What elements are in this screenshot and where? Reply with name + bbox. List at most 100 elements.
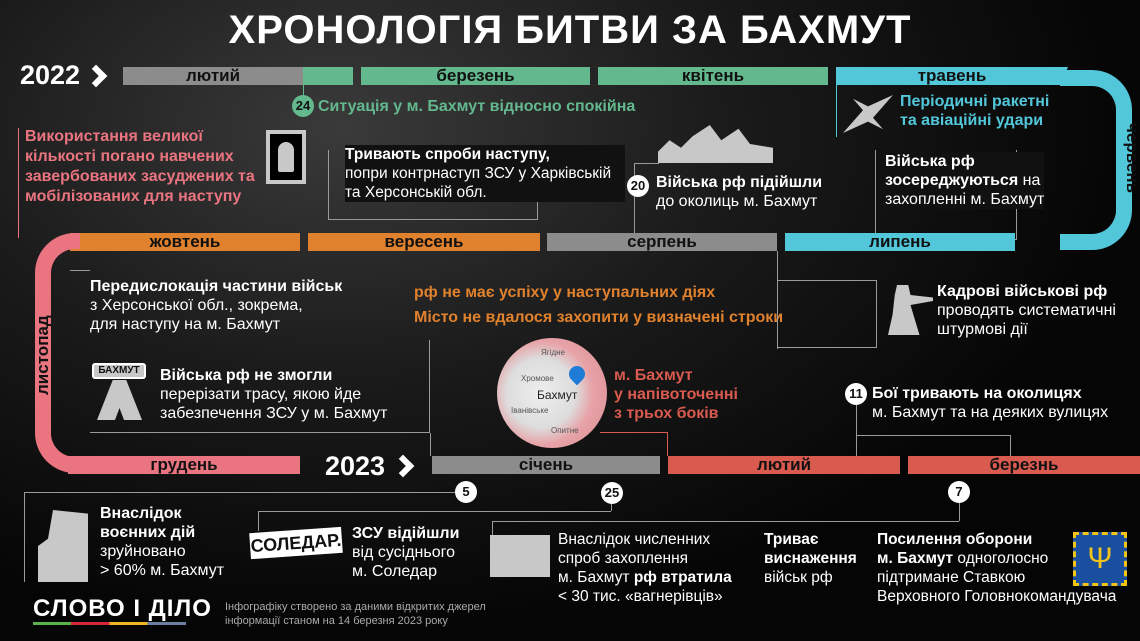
day-badge: 7 xyxy=(948,481,970,503)
event-mar7-l3: підтримане Ставкою xyxy=(877,569,1026,586)
event-nosuccess-l1: рф не має успіху у наступальних діях xyxy=(414,284,716,301)
event-regular: Кадрові військові рф проводять системати… xyxy=(937,282,1116,339)
event-jan5: Внаслідок воєнних дій зруйновано > 60% м… xyxy=(100,504,224,580)
event-road-l2: забезпечення ЗСУ у м. Бахмут xyxy=(160,405,388,422)
event-jan25-l1: Внаслідок численних xyxy=(558,531,711,548)
map-label: Іванівське xyxy=(511,406,549,415)
event-focus-l1: Війська рф xyxy=(885,153,975,170)
month-may-2022: травень xyxy=(836,67,1068,85)
event-regular-l1: проводять систематичні xyxy=(937,302,1116,319)
connector xyxy=(856,435,1011,456)
map-pin-icon xyxy=(565,362,589,386)
page-title: ХРОНОЛОГІЯ БИТВИ ЗА БАХМУТ xyxy=(228,8,912,52)
prisoner-icon xyxy=(266,130,306,184)
month-aug-2022: серпень xyxy=(547,233,777,251)
connector xyxy=(90,340,430,433)
month-feb-2022: лютий xyxy=(123,67,303,85)
connector xyxy=(70,251,90,271)
event-focus-l2b: зосереджуються xyxy=(885,172,1019,189)
month-jan-2023: січень xyxy=(432,456,660,474)
event-road-title: Війська рф не змогли xyxy=(160,367,333,384)
event-regular-title: Кадрові військові рф xyxy=(937,283,1108,300)
event-strikes: Періодичні ракетні та авіаційні удари xyxy=(900,92,1049,130)
event-aug20-text: до околиць м. Бахмут xyxy=(656,193,818,210)
event-focus: Війська рф зосереджуються на захопленні … xyxy=(885,152,1045,209)
month-apr-2022: квітень xyxy=(598,67,828,85)
event-road-l1: перерізати трасу, якою йде xyxy=(160,386,362,403)
jet-icon xyxy=(843,95,893,133)
event-encircle-l2: у напівоточенні xyxy=(614,386,738,403)
event-jan5-l2: воєнних дій xyxy=(100,524,196,541)
connector xyxy=(258,511,611,531)
event-jan25-l4: < 30 тис. «вагнерівців» xyxy=(558,588,723,605)
footer-note-l2: інформації станом на 14 березня 2023 рок… xyxy=(225,615,448,627)
connector xyxy=(959,500,960,521)
day-badge: 5 xyxy=(455,481,477,503)
event-aug20-title: Війська рф підійшли xyxy=(656,174,823,191)
footer-note-l1: Інфографіку створено за даними відкритих… xyxy=(225,601,486,613)
event-jan25-l3a: м. Бахмут xyxy=(558,569,634,586)
map-label: Опитне xyxy=(551,426,579,435)
event-redeploy-l1: з Херсонської обл., зокрема, xyxy=(90,297,303,314)
event-soledar-l1: від сусіднього xyxy=(352,544,455,561)
trident-emblem-icon: Ψ xyxy=(1073,532,1127,586)
event-encircle-l3: з трьох боків xyxy=(614,405,719,422)
event-regular-l2: штурмові дії xyxy=(937,321,1028,338)
event-focus-l3: захопленні м. Бахмут xyxy=(885,191,1045,208)
tank-soldiers-icon xyxy=(658,125,773,163)
event-attrition-l1: Триває xyxy=(764,531,819,548)
event-attempts-title: Тривають спроби наступу, xyxy=(345,146,550,163)
month-nov-2022: листопад xyxy=(33,315,52,395)
connector xyxy=(634,163,659,235)
event-encircle-l1: м. Бахмут xyxy=(614,367,693,384)
day-badge: 20 xyxy=(627,175,649,197)
event-jan5-l3: зруйновано xyxy=(100,543,186,560)
event-mar7-l2: одноголосно xyxy=(953,550,1049,567)
month-mar-2022: березень xyxy=(361,67,590,85)
event-attempts: Тривають спроби наступу, попри контрнаст… xyxy=(345,145,625,202)
footer-note: Інфографіку створено за даними відкритих… xyxy=(225,600,486,628)
connector xyxy=(836,85,837,137)
event-convicts: Використання великої кількості погано на… xyxy=(25,128,255,205)
month-oct-2022: жовтень xyxy=(70,233,300,251)
event-redeploy-l2: для наступу на м. Бахмут xyxy=(90,316,281,333)
event-soledar-title: ЗСУ відійшли xyxy=(352,525,460,542)
casualty-icon xyxy=(490,535,550,577)
connector xyxy=(777,251,877,349)
event-feb24: Ситуація у м. Бахмут відносно спокійна xyxy=(318,98,636,115)
event-strikes-line2: та авіаційні удари xyxy=(900,112,1044,129)
event-nosuccess-l2: Місто не вдалося захопити у визначені ст… xyxy=(414,309,784,326)
event-jan5-l1: Внаслідок xyxy=(100,505,182,522)
logo-underline xyxy=(33,622,186,625)
connector xyxy=(303,85,304,96)
connector xyxy=(18,128,78,238)
chevron-right-icon xyxy=(391,454,415,478)
month-sep-2022: вересень xyxy=(308,233,540,251)
year-2022: 2022 xyxy=(20,60,81,90)
event-jan25: Внаслідок численних спроб захоплення м. … xyxy=(558,530,732,606)
event-attrition: Триває виснаження військ рф xyxy=(764,530,857,587)
month-feb-2022-war xyxy=(303,67,353,85)
connector xyxy=(856,405,1011,456)
event-redeploy-title: Передислокація частини військ xyxy=(90,278,343,295)
connector xyxy=(611,500,612,511)
event-aug20: Війська рф підійшли до околиць м. Бахмут xyxy=(656,173,822,211)
year-2023: 2023 xyxy=(325,451,386,481)
event-mar7-l4: Верховного Головнокомандувача xyxy=(877,588,1117,605)
map-label: Ягідне xyxy=(541,348,566,357)
map-label: Хромове xyxy=(521,374,554,383)
event-focus-l2: на xyxy=(1018,172,1041,189)
connector xyxy=(430,433,431,456)
soldier-icon xyxy=(888,285,933,335)
month-jun-2022: червень xyxy=(1123,122,1140,194)
event-soledar: ЗСУ відійшли від сусіднього м. Соледар xyxy=(352,524,459,581)
event-jan25-l2: спроб захоплення xyxy=(558,550,689,567)
event-mar7-l2b: м. Бахмут xyxy=(877,550,954,567)
day-badge: 11 xyxy=(845,383,867,405)
event-attempts-text: попри контрнаступ ЗСУ у Харківській та Х… xyxy=(345,165,612,201)
event-strikes-line1: Періодичні ракетні xyxy=(900,93,1050,110)
event-road: Війська рф не змогли перерізати трасу, я… xyxy=(160,366,388,423)
month-feb-2023: лютий xyxy=(668,456,900,474)
month-dec-2022: грудень xyxy=(68,456,300,474)
event-attrition-l2: виснаження xyxy=(764,550,857,567)
